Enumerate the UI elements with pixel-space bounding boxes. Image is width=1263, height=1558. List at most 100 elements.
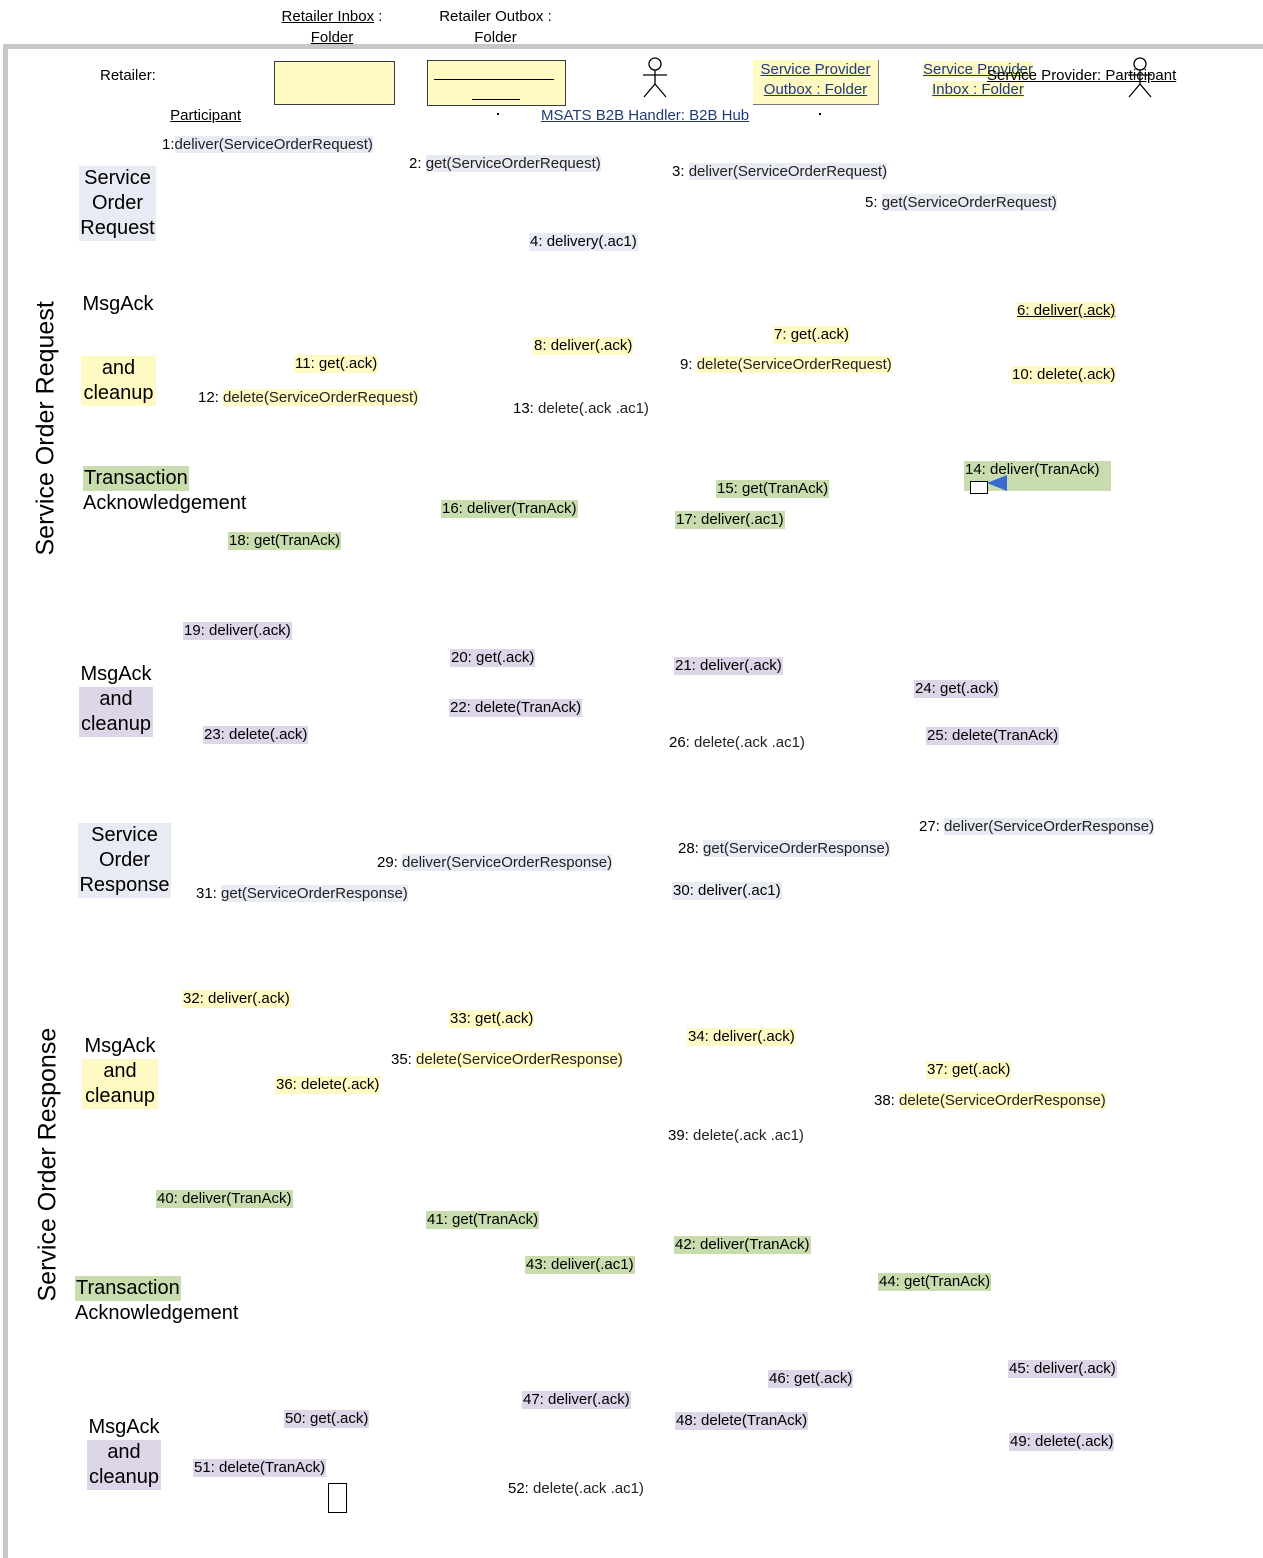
label-line: MsgAck — [80, 663, 152, 685]
msgack-cleanup-label-3: MsgAck and cleanup — [82, 1034, 158, 1109]
message-23: 23: delete(.ack) — [203, 726, 309, 744]
retailer-outbox-title: Retailer Outbox : — [439, 8, 552, 25]
activation-box — [970, 481, 988, 494]
message-6: 6: deliver(.ack) — [1016, 302, 1117, 320]
sp-inbox-box: Service Provider Inbox : Folder — [918, 60, 1038, 100]
diagram-frame-left — [3, 44, 8, 1558]
retailer-inbox-header: Retailer Inbox : Folder — [270, 6, 394, 48]
section-title-request: Service Order Request — [31, 301, 60, 556]
message-25: 25: delete(TranAck) — [926, 727, 1060, 745]
message-20: 20: get(.ack) — [450, 649, 536, 667]
section-title-response: Service Order Response — [33, 1027, 62, 1302]
retailer-label: Retailer: — [100, 67, 156, 84]
label-line: Order — [98, 849, 151, 871]
message-22: 22: delete(TranAck) — [449, 699, 583, 717]
message-8: 8: deliver(.ack) — [533, 337, 634, 355]
message-2: 2: get(ServiceOrderRequest) — [409, 155, 601, 172]
label-line: and — [87, 1440, 161, 1465]
message-28: 28: get(ServiceOrderResponse) — [678, 840, 890, 857]
message-19: 19: deliver(.ack) — [183, 622, 292, 640]
message-43: 43: deliver(.ac1) — [525, 1256, 635, 1274]
label-line: Request — [80, 217, 155, 239]
message-27: 27: deliver(ServiceOrderResponse) — [919, 818, 1155, 835]
label-line: Acknowledgement — [83, 492, 247, 514]
lifeline-dot — [819, 113, 821, 115]
message-4: 4: delivery(.ac1) — [529, 233, 638, 251]
sp-outbox-line2: Outbox : Folder — [763, 81, 868, 98]
hub-label: MSATS B2B Handler: B2B Hub — [541, 107, 750, 124]
message-32: 32: deliver(.ack) — [182, 990, 291, 1008]
label-line: Order — [91, 192, 144, 214]
message-5: 5: get(ServiceOrderRequest) — [865, 194, 1057, 211]
label-line: MsgAck — [84, 1035, 156, 1057]
message-29: 29: deliver(ServiceOrderResponse) — [377, 854, 613, 871]
message-33: 33: get(.ack) — [449, 1010, 535, 1028]
sp-actor-icon — [1128, 57, 1152, 98]
message-14: 14: deliver(TranAck) — [964, 461, 1111, 491]
message-11: 11: get(.ack) — [294, 355, 379, 373]
message-52: 52: delete(.ack .ac1) — [508, 1480, 644, 1497]
transaction-ack-label-2: Transaction Acknowledgement — [75, 1276, 238, 1326]
sp-participant-label: Service Provider: Participant — [987, 67, 1177, 84]
retailer-outbox-box — [427, 60, 566, 106]
label-line: Service — [91, 824, 158, 846]
message-15: 15: get(TranAck) — [716, 480, 830, 498]
actor-icon — [643, 57, 667, 98]
message-38: 38: delete(ServiceOrderResponse) — [874, 1092, 1106, 1109]
retailer-outbox-header: Retailer Outbox : Folder — [428, 6, 563, 48]
label-line: cleanup — [87, 1465, 161, 1490]
message-13: 13: delete(.ack .ac1) — [513, 400, 649, 417]
message-51: 51: delete(TranAck) — [193, 1459, 327, 1477]
message-36: 36: delete(.ack) — [275, 1076, 381, 1094]
label-line: Service — [84, 167, 151, 189]
label-line: Acknowledgement — [75, 1302, 239, 1324]
message-31: 31: get(ServiceOrderResponse) — [196, 885, 408, 902]
label-line: MsgAck — [82, 293, 154, 315]
message-16: 16: deliver(TranAck) — [441, 500, 578, 518]
sp-inbox-line2: Inbox : Folder — [932, 81, 1024, 98]
message-12: 12: delete(ServiceOrderRequest) — [198, 389, 419, 406]
retailer-inbox-box — [274, 61, 395, 105]
label-line: cleanup — [83, 382, 154, 404]
label-line: Response — [79, 874, 170, 896]
message-30: 30: deliver(.ac1) — [672, 882, 782, 900]
retailer-inbox-colon: : — [374, 8, 383, 25]
label-line: and — [101, 357, 136, 379]
message-49: 49: delete(.ack) — [1009, 1433, 1115, 1451]
message-37: 37: get(.ack) — [926, 1061, 1012, 1079]
label-line: cleanup — [79, 712, 153, 737]
label-line: and — [82, 1059, 158, 1084]
message-1: 1:deliver(ServiceOrderRequest) — [162, 136, 373, 153]
message-35: 35: delete(ServiceOrderResponse) — [391, 1051, 623, 1068]
sp-outbox-line1: Service Provider — [760, 61, 871, 78]
transaction-ack-label-1: Transaction Acknowledgement — [83, 466, 246, 516]
label-line: MsgAck — [88, 1416, 160, 1438]
message-34: 34: deliver(.ack) — [687, 1028, 796, 1046]
msgack-cleanup-label-1b: and cleanup — [81, 356, 156, 406]
msgack-cleanup-label-4: MsgAck and cleanup — [87, 1415, 161, 1490]
message-48: 48: delete(TranAck) — [675, 1412, 809, 1430]
message-26: 26: delete(.ack .ac1) — [669, 734, 805, 751]
sp-inbox-line1: Service Provider — [922, 61, 1034, 78]
retailer-inbox-folder: Folder — [310, 29, 354, 46]
retailer-outbox-folder: Folder — [474, 29, 517, 46]
retailer-inbox-title: Retailer Inbox — [281, 8, 375, 25]
label-line: Transaction — [75, 1276, 181, 1301]
message-44: 44: get(TranAck) — [878, 1273, 992, 1291]
service-order-request-label: Service Order Request — [79, 166, 156, 241]
message-10: 10: delete(.ack) — [1011, 366, 1117, 384]
message-17: 17: deliver(.ac1) — [675, 511, 785, 529]
message-40: 40: deliver(TranAck) — [156, 1190, 293, 1208]
message-41: 41: get(TranAck) — [426, 1211, 540, 1229]
msgack-cleanup-label-1: MsgAck — [80, 292, 156, 317]
message-18: 18: get(TranAck) — [228, 532, 342, 550]
message-3: 3: deliver(ServiceOrderRequest) — [672, 163, 888, 180]
message-21: 21: deliver(.ack) — [674, 657, 783, 675]
activation-box — [328, 1483, 347, 1513]
label-line: Transaction — [83, 466, 189, 491]
message-42: 42: deliver(TranAck) — [674, 1236, 811, 1254]
message-47: 47: deliver(.ack) — [522, 1391, 631, 1409]
message-7: 7: get(.ack) — [773, 326, 851, 344]
message-9: 9: delete(ServiceOrderRequest) — [680, 356, 892, 373]
message-50: 50: get(.ack) — [284, 1410, 370, 1428]
